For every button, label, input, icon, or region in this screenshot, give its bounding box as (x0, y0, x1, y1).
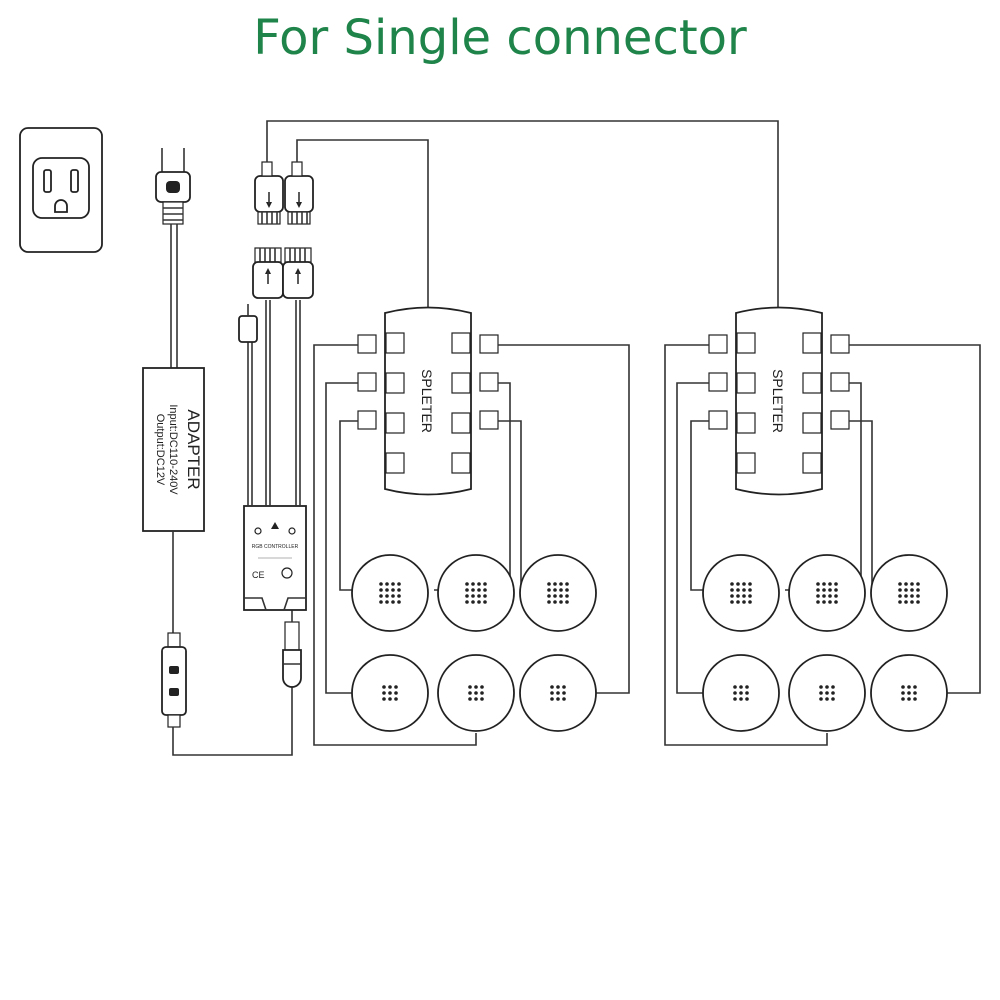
puck-light-icon (788, 554, 866, 632)
inline-switch-icon (161, 632, 187, 728)
wall-outlet-icon (19, 127, 103, 253)
barrel-jack-icon (282, 621, 302, 688)
splitter-2: SPLETER (708, 306, 850, 496)
controller-label: RGB CONTROLLER (252, 544, 299, 550)
puck-light-icon (870, 654, 948, 732)
ce-mark-icon: CE (252, 570, 265, 580)
ir-receiver-icon (238, 315, 258, 343)
adapter-box: ADAPTER Input:DC110-240V Output:DC12V (142, 367, 205, 532)
splitter-1-ports (357, 332, 499, 474)
male-connector-pair (254, 161, 314, 225)
puck-light-icon (702, 554, 780, 632)
puck-light-icon (870, 554, 948, 632)
splitter-1-label: SPLETER (419, 369, 435, 433)
puck-light-icon (788, 654, 866, 732)
puck-light-icon (351, 554, 429, 632)
rgb-controller: RGB CONTROLLER CE (243, 505, 307, 611)
splitter-2-label: SPLETER (770, 369, 786, 433)
puck-light-icon (702, 654, 780, 732)
puck-light-icon (437, 554, 515, 632)
splitter-2-ports (708, 332, 850, 474)
puck-light-icon (351, 654, 429, 732)
puck-light-icon (519, 554, 597, 632)
puck-light-icon (437, 654, 515, 732)
splitter-1: SPLETER (357, 306, 499, 496)
power-plug-icon (155, 148, 191, 225)
page-title: For Single connector (253, 10, 747, 66)
adapter-input: Input:DC110-240V (167, 404, 179, 495)
adapter-output: Output:DC12V (154, 414, 166, 486)
puck-light-icon (519, 654, 597, 732)
adapter-name: ADAPTER (184, 409, 203, 489)
female-connector-pair (252, 247, 314, 299)
